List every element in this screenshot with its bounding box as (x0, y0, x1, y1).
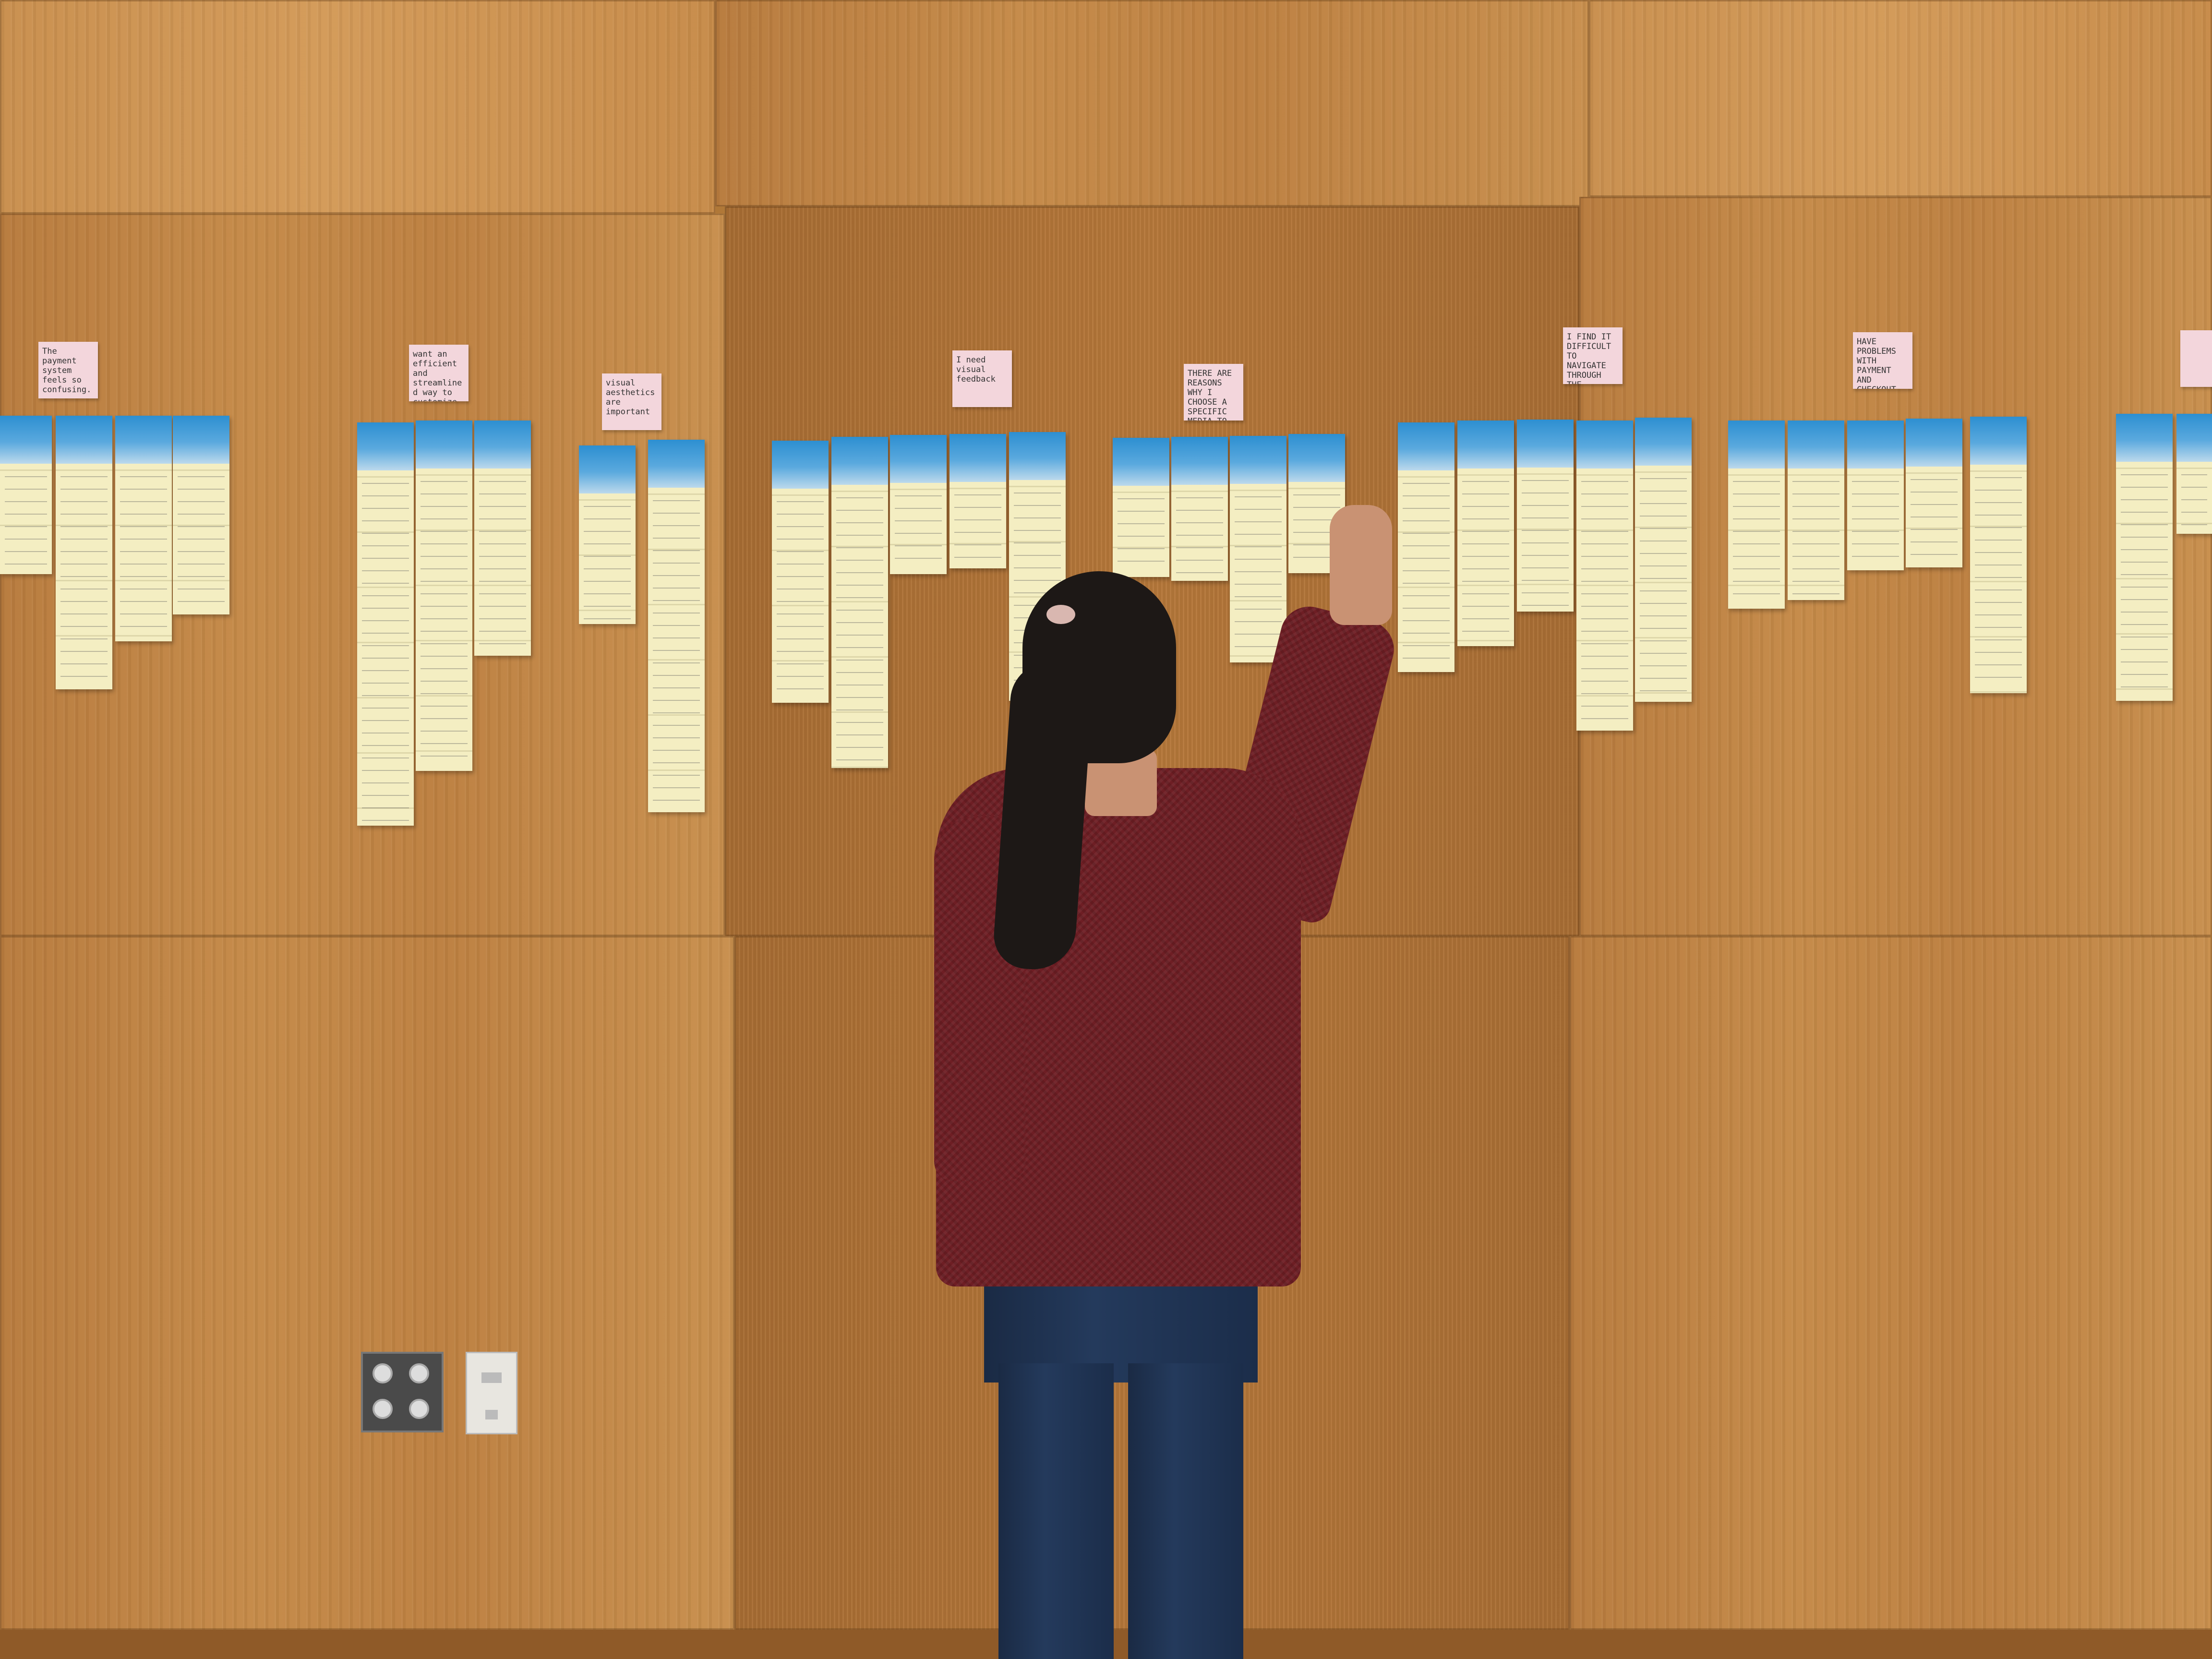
hair-tie (1046, 605, 1075, 624)
header-note: HAVE PROBLEMS WITH PAYMENT AND CHECKOUT. (1853, 332, 1912, 389)
wood-panel (0, 0, 715, 214)
sticky-note-strip (357, 422, 414, 826)
sticky-note-strip (2176, 414, 2212, 534)
sticky-note-strip (416, 421, 472, 771)
header-note (2180, 330, 2212, 387)
sticky-note-strip (474, 421, 531, 656)
sticky-note-strip (56, 416, 112, 689)
header-note: The payment system feels so confusing. (38, 342, 98, 398)
sticky-note-strip (1847, 421, 1904, 570)
sticky-note-strip (1230, 436, 1286, 662)
sticky-note-strip (831, 437, 888, 768)
header-note: want an efficient and streamlined way to… (409, 345, 469, 401)
sticky-note-strip (1457, 421, 1514, 646)
wood-panel (0, 936, 734, 1630)
sticky-note-strip (648, 440, 705, 812)
sticky-note-strip (173, 416, 229, 614)
sticky-note-strip (1113, 438, 1169, 577)
wood-panel (715, 0, 1589, 206)
sticky-note-strip (1171, 437, 1228, 581)
sticky-note-strip (1576, 421, 1633, 731)
sticky-note-strip (950, 434, 1006, 568)
wood-panel (1589, 0, 2212, 197)
sticky-note-strip (579, 445, 636, 624)
sticky-note-strip (1906, 419, 1962, 567)
hand (1330, 505, 1392, 625)
right-leg (1128, 1363, 1243, 1659)
header-note: THERE ARE REASONS WHY I CHOOSE A SPECIFI… (1184, 364, 1243, 421)
sticky-note-strip (890, 435, 947, 574)
sticky-note-strip (1970, 417, 2027, 693)
sticky-note-strip (1728, 421, 1785, 609)
header-note: visual aesthetics are important (602, 373, 661, 430)
wood-panel (1570, 936, 2212, 1630)
sticky-note-strip (1398, 422, 1455, 672)
sticky-note-strip (115, 416, 172, 641)
left-leg (998, 1363, 1114, 1659)
sticky-note-strip (1635, 418, 1692, 702)
sticky-note-strip (1517, 420, 1574, 612)
header-note: I FIND IT DIFFICULT TO NAVIGATE THROUGH … (1563, 327, 1623, 384)
light-switch (466, 1352, 517, 1434)
electrical-outlet (361, 1352, 444, 1432)
sticky-note-strip (0, 416, 52, 574)
sticky-note-strip (2116, 414, 2173, 701)
sticky-note-strip (772, 441, 829, 703)
sticky-note-strip (1788, 421, 1844, 600)
header-note: I need visual feedback (952, 350, 1012, 407)
